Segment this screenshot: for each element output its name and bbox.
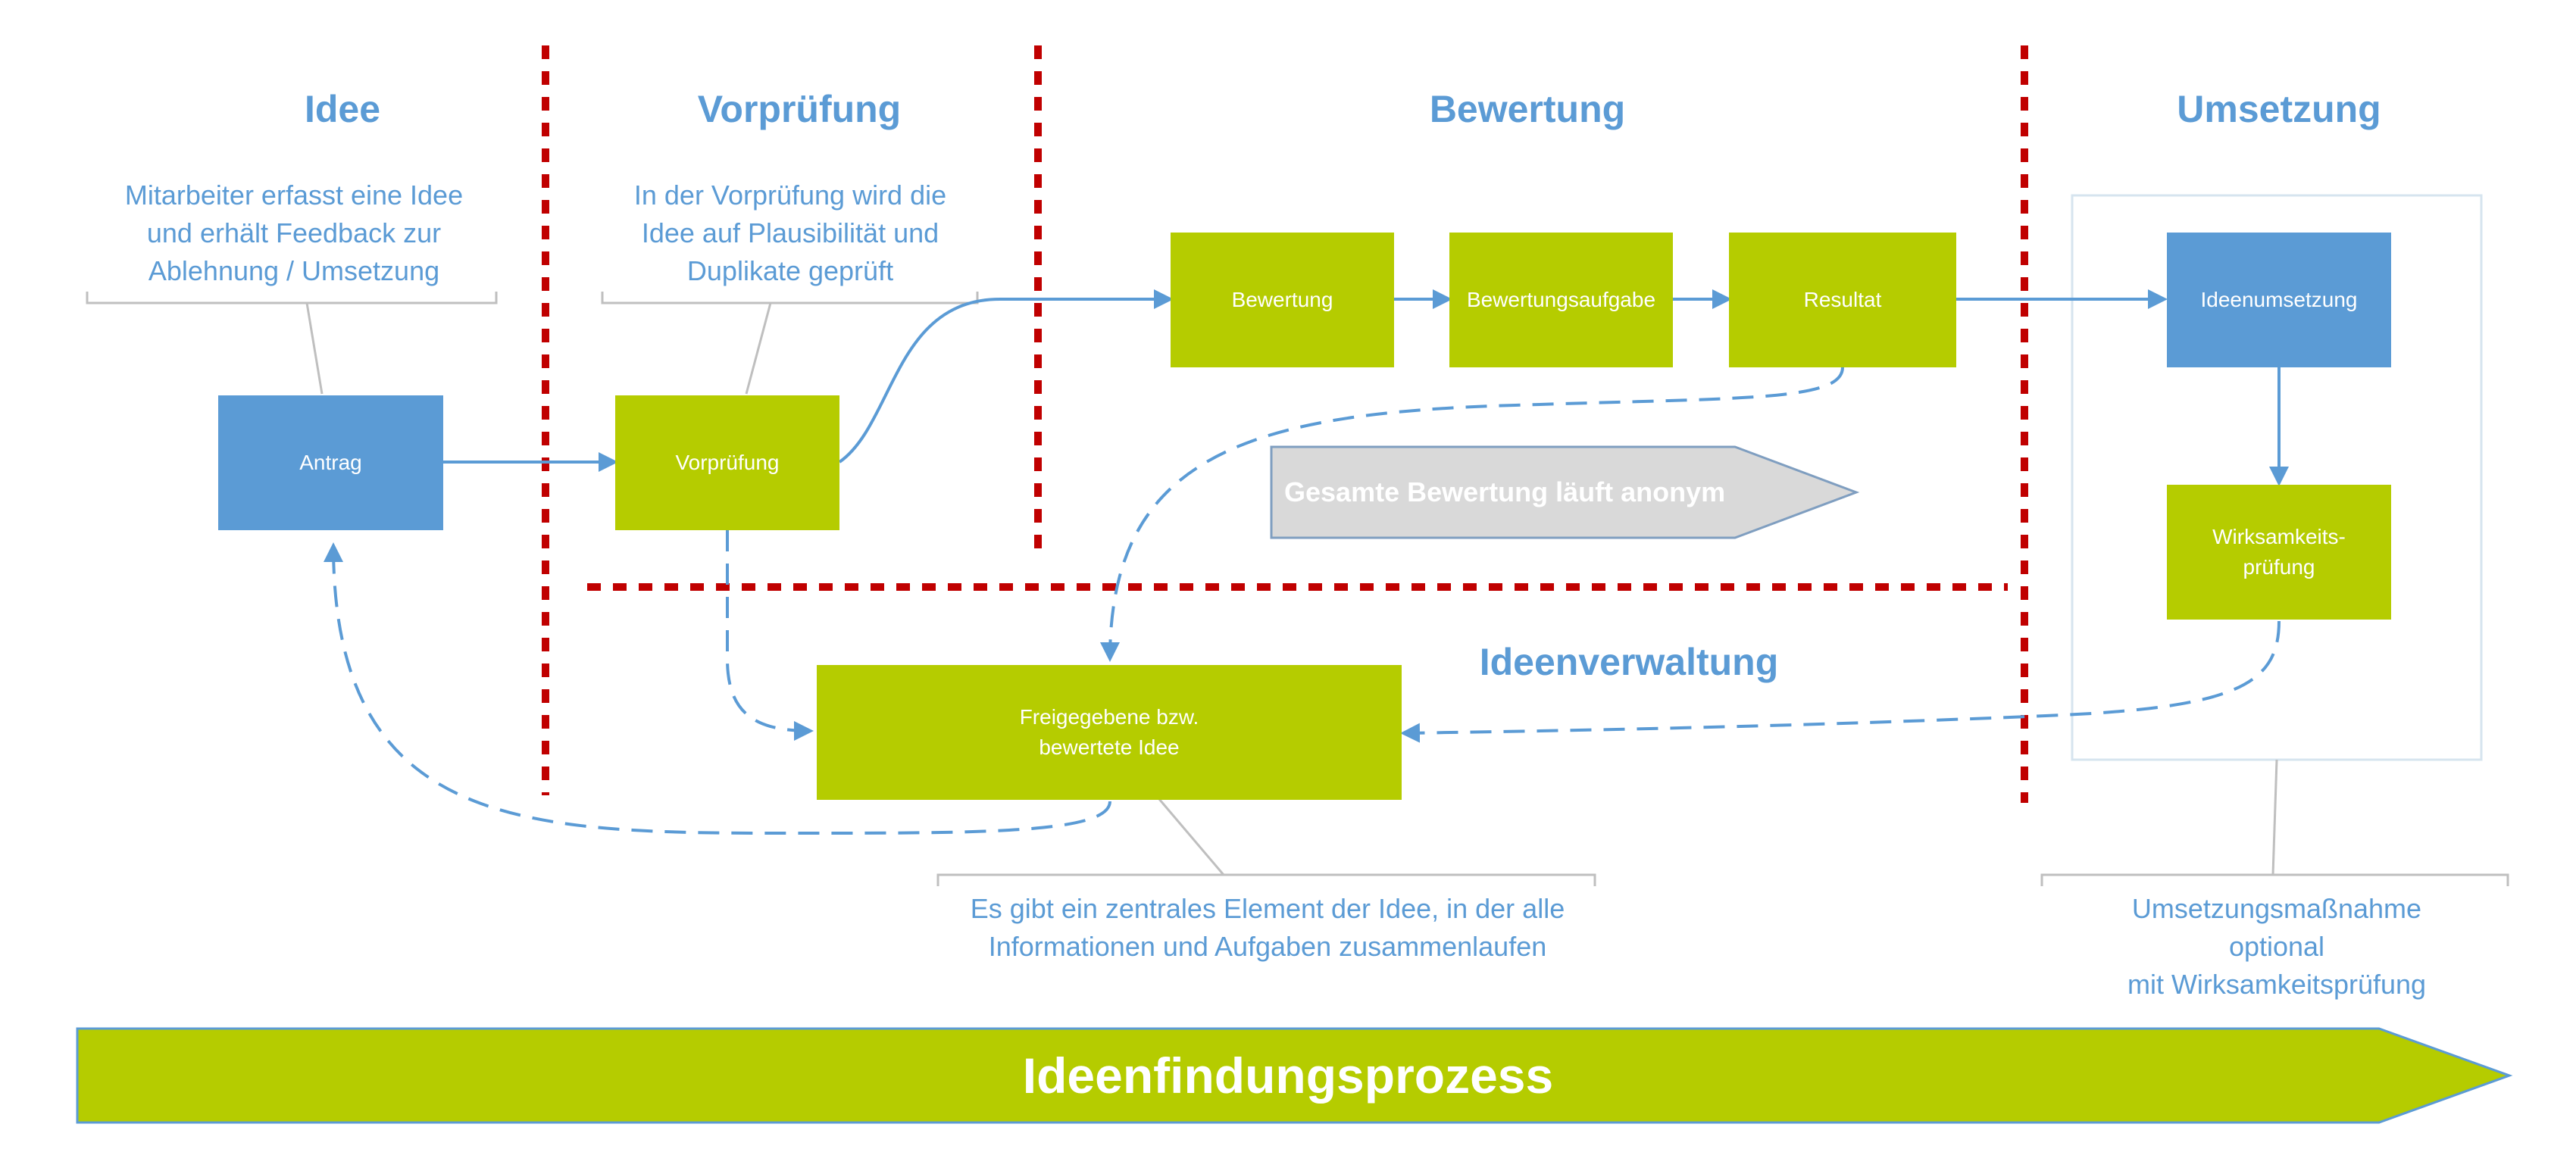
node-vorpruefung[interactable]: Vorprüfung: [615, 395, 839, 530]
dashed-vorpruefung-freigegeben: [726, 530, 814, 741]
dashed-resultat-freigegeben: [1100, 367, 1844, 662]
bracket-zentral: [936, 873, 1596, 886]
bracket-umsetzung: [2040, 873, 2509, 886]
node-bewertungsaufgabe[interactable]: Bewertungsaufgabe: [1449, 233, 1673, 367]
node-resultat[interactable]: Resultat: [1729, 233, 1956, 367]
node-ideenumsetzung[interactable]: Ideenumsetzung: [2167, 233, 2391, 367]
node-freigegebene-idee-label: Freigegebene bzw. bewertete Idee: [1019, 705, 1199, 759]
bracket-idee-leader: [305, 302, 324, 395]
description-vorpruefung: In der Vorprüfung wird die Idee auf Plau…: [633, 180, 947, 286]
dashed-wirksamkeit-freigegeben: [1400, 620, 2281, 743]
process-arrow-label: Ideenfindungsprozess: [1022, 1048, 1554, 1104]
node-vorpruefung-label: Vorprüfung: [675, 451, 780, 474]
node-resultat-label: Resultat: [1803, 288, 1882, 311]
description-zentral: Es gibt ein zentrales Element der Idee, …: [970, 893, 1565, 962]
node-wirksamkeitspruefung[interactable]: Wirksamkeits- prüfung: [2167, 485, 2391, 620]
phase-title-umsetzung: Umsetzung: [2177, 88, 2381, 130]
node-ideenumsetzung-label: Ideenumsetzung: [2200, 288, 2358, 311]
phase-title-ideenverwaltung: Ideenverwaltung: [1479, 641, 1779, 683]
description-brackets: [86, 292, 2509, 886]
phase-title-bewertung: Bewertung: [1429, 88, 1626, 130]
connector-vorpruefung-bewertung: [838, 289, 1174, 464]
bracket-zentral-leader: [1158, 798, 1225, 876]
phase-title-idee: Idee: [304, 88, 381, 130]
phase-dividers: [542, 45, 2028, 803]
bracket-idee: [86, 292, 498, 304]
phase-title-vorpruefung: Vorprüfung: [697, 88, 902, 130]
node-antrag-label: Antrag: [299, 451, 362, 474]
node-bewertung-label: Bewertung: [1231, 288, 1333, 311]
node-bewertungsaufgabe-label: Bewertungsaufgabe: [1466, 288, 1656, 311]
bracket-vorpruefung: [601, 292, 979, 304]
bracket-umsetzung-leader: [2271, 759, 2278, 876]
node-antrag[interactable]: Antrag: [218, 395, 443, 530]
node-bewertung[interactable]: Bewertung: [1171, 233, 1394, 367]
node-freigegebene-idee[interactable]: Freigegebene bzw. bewertete Idee: [817, 665, 1402, 800]
bracket-vorpruefung-leader: [745, 302, 772, 395]
node-wirksamkeitspruefung-label: Wirksamkeits- prüfung: [2212, 525, 2346, 579]
solid-connectors: [443, 289, 2289, 486]
dashed-connectors: [324, 367, 2281, 835]
anonymous-banner-shape: [1270, 445, 1860, 539]
process-arrow-shape: [76, 1027, 2513, 1124]
anonymous-banner-label: Gesamte Bewertung läuft anonym: [1284, 476, 1726, 507]
description-umsetzung: Umsetzungsmaßnahme optional mit Wirksamk…: [2127, 893, 2427, 1000]
description-idee: Mitarbeiter erfasst eine Idee und erhält…: [124, 180, 464, 286]
dashed-freigegeben-antrag: [324, 542, 1111, 835]
